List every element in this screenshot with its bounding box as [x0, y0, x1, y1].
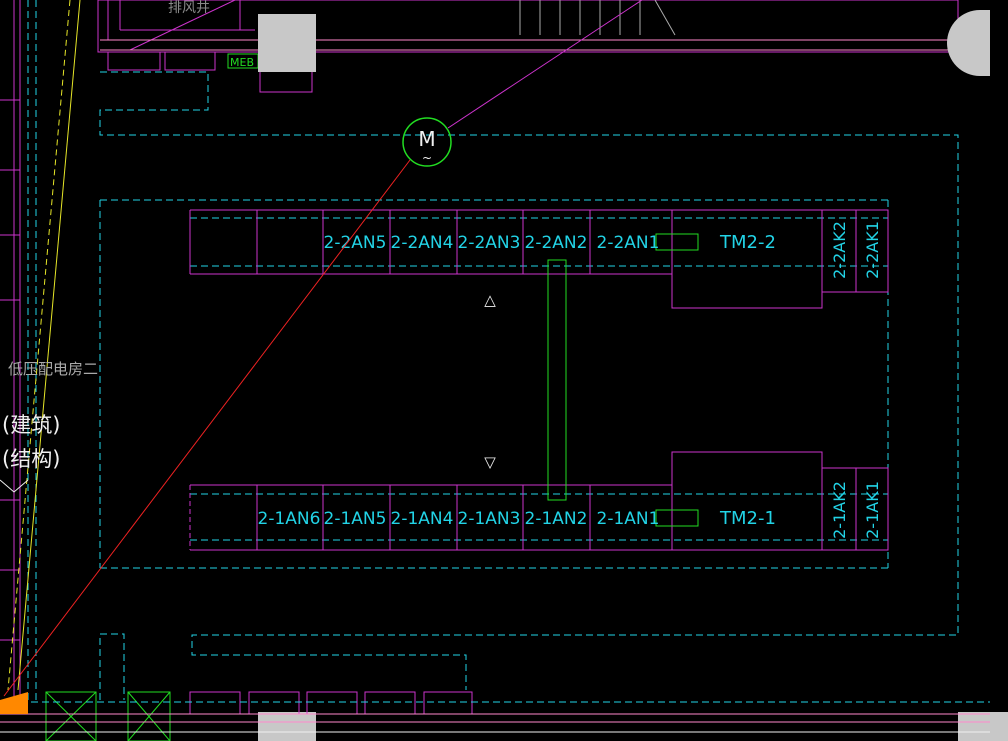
- orange-marker: [0, 692, 28, 714]
- panel-2-1AN5[interactable]: 2-1AN5: [324, 509, 387, 529]
- panel-2-1AN1[interactable]: 2-1AN1: [597, 509, 660, 529]
- busbar-trunking[interactable]: [547, 259, 567, 501]
- panel-2-1AN6[interactable]: 2-1AN6: [258, 509, 321, 529]
- switchgear-row-bottom[interactable]: [189, 451, 889, 551]
- tag-structure: (结构): [2, 447, 60, 471]
- left-edge-lines: [0, 0, 81, 700]
- motor-circle: [402, 117, 452, 167]
- down-arrow-marker: ▽: [484, 453, 496, 471]
- room-name-label: 低压配电房二: [8, 360, 98, 378]
- up-arrow-marker: △: [484, 291, 496, 309]
- column-block-bottom-right: [958, 712, 1008, 741]
- top-structure: [97, 0, 990, 690]
- side-panel-2-2AK2[interactable]: 2-2AK2: [830, 221, 849, 279]
- side-panel-2-2AK1[interactable]: 2-2AK1: [863, 221, 882, 279]
- motor-symbol[interactable]: M ~: [402, 117, 452, 167]
- side-panel-2-1AK1[interactable]: 2-1AK1: [863, 481, 882, 539]
- transformer-TM2-1[interactable]: TM2-1: [719, 508, 776, 529]
- bottom-structure: [0, 633, 990, 741]
- panel-2-2AN1[interactable]: 2-2AN1: [597, 233, 660, 253]
- red-diagonal-line: [3, 159, 411, 697]
- magenta-diagonal-line: [447, 0, 643, 129]
- exhaust-shaft-label: 排风井: [168, 0, 210, 16]
- column-round-right: [947, 10, 990, 76]
- meb-label: MEB: [230, 56, 254, 69]
- right-margin: [990, 0, 1008, 741]
- motor-label: M: [418, 127, 435, 151]
- transformer-TM2-2[interactable]: TM2-2: [719, 232, 776, 253]
- panel-2-2AN5[interactable]: 2-2AN5: [324, 233, 387, 253]
- panel-2-1AN2[interactable]: 2-1AN2: [525, 509, 588, 529]
- tag-architecture: (建筑): [2, 413, 60, 437]
- panel-2-2AN4[interactable]: 2-2AN4: [391, 233, 454, 253]
- panel-2-2AN2[interactable]: 2-2AN2: [525, 233, 588, 253]
- column-block-top: [258, 14, 316, 72]
- panel-2-1AN4[interactable]: 2-1AN4: [391, 509, 454, 529]
- panel-2-2AN3[interactable]: 2-2AN3: [458, 233, 521, 253]
- side-panel-2-1AK2[interactable]: 2-1AK2: [830, 481, 849, 539]
- switchgear-row-top[interactable]: [189, 209, 889, 309]
- panel-2-1AN3[interactable]: 2-1AN3: [458, 509, 521, 529]
- column-block-bottom: [258, 712, 316, 741]
- motor-ac-label: ~: [422, 151, 432, 165]
